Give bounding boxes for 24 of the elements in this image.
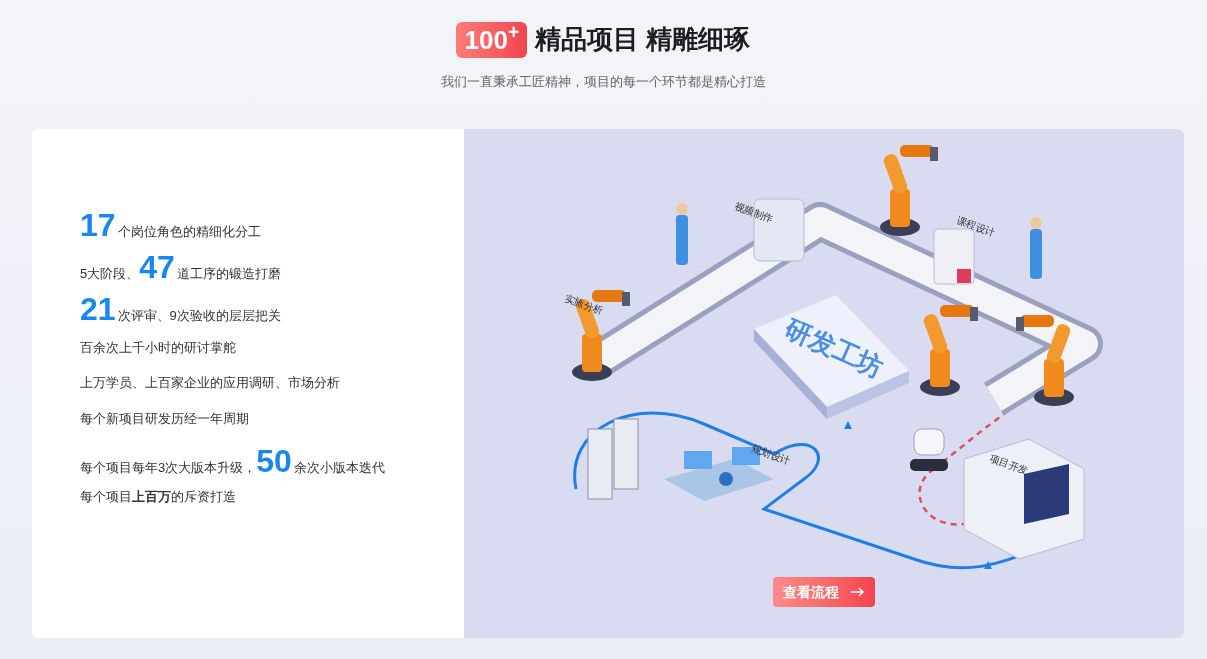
station-label: 项目开发 [987, 451, 1031, 479]
stat-text: 每个新项目研发历经一年周期 [80, 410, 249, 428]
stat-text: 次评审、9次验收的层层把关 [117, 307, 281, 325]
stat-text: 百余次上千小时的研讨掌舵 [80, 339, 236, 357]
station-label: 规划设计 [749, 441, 793, 469]
workshop-sign-text: 研发工坊 [779, 312, 889, 385]
stat-text: 5大阶段、 [80, 266, 140, 283]
count-badge: 100$^{+}$ [456, 21, 528, 58]
station-label: 实施分析 [562, 291, 606, 319]
stat-text: 余次小版本迭代 [293, 459, 385, 477]
stat-text: 每个项目上百万的斥资打造 [80, 488, 236, 506]
page-title: 精品项目 精雕细琢 [535, 23, 751, 56]
stat-text: 每个项目每年3次大版本升级， [80, 459, 257, 477]
stat-number: 47 [139, 251, 175, 283]
stat-number: 50 [256, 445, 292, 477]
stat-number: 21 [80, 293, 116, 325]
stat-text: 上万学员、上百家企业的应用调研、市场分析 [80, 374, 340, 392]
station-label: 课程设计 [954, 213, 998, 241]
subtitle: 我们一直秉承工匠精神，项目的每一个环节都是精心打造 [440, 73, 767, 91]
station-label: 视频制作 [732, 199, 776, 227]
view-process-button: 查看流程 [773, 577, 875, 607]
stat-text: 道工序的锻造打磨 [176, 265, 281, 283]
stat-number: 17 [80, 209, 116, 241]
stat-text: 个岗位角色的精细化分工 [117, 223, 261, 241]
